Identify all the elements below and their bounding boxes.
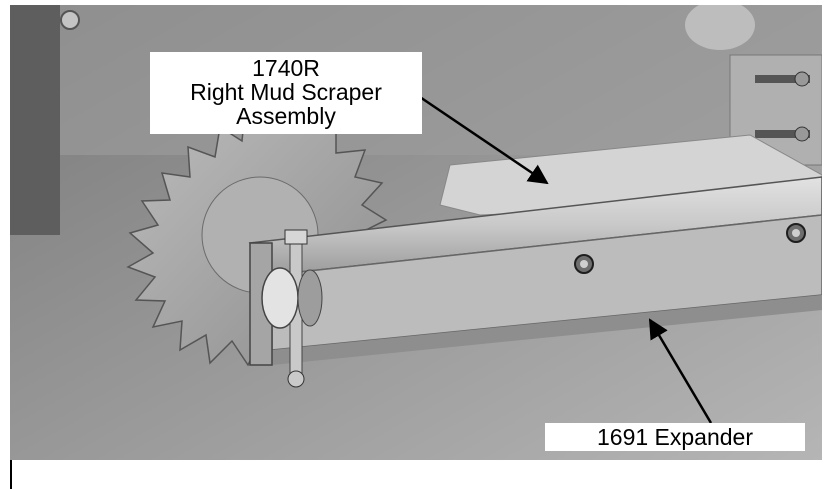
expander-callout-label: 1691 Expander (545, 423, 805, 451)
frame-bolt (60, 10, 80, 30)
part-number-text: 1740R (252, 55, 320, 81)
part-name-text-line2: Assembly (236, 103, 336, 129)
scraper-callout-line (413, 91, 549, 185)
housing-hole (685, 5, 755, 50)
bar-bolts (574, 223, 806, 274)
mount-slot (755, 130, 810, 138)
expander-text: 1691 Expander (596, 424, 753, 450)
figure-border (10, 460, 12, 489)
expander-callout-line (648, 318, 713, 424)
expander-bar (248, 176, 822, 366)
mount-bolt (794, 71, 810, 87)
left-frame (10, 5, 60, 235)
mount-slot (755, 75, 810, 83)
equipment-photo: 1740R Right Mud Scraper Assembly 1691 Ex… (10, 5, 822, 460)
mount-bolt (794, 126, 810, 142)
scraper-callout-label: 1740R Right Mud Scraper Assembly (150, 52, 422, 134)
pin-assembly (261, 229, 323, 388)
part-name-text: Right Mud Scraper (190, 79, 382, 105)
